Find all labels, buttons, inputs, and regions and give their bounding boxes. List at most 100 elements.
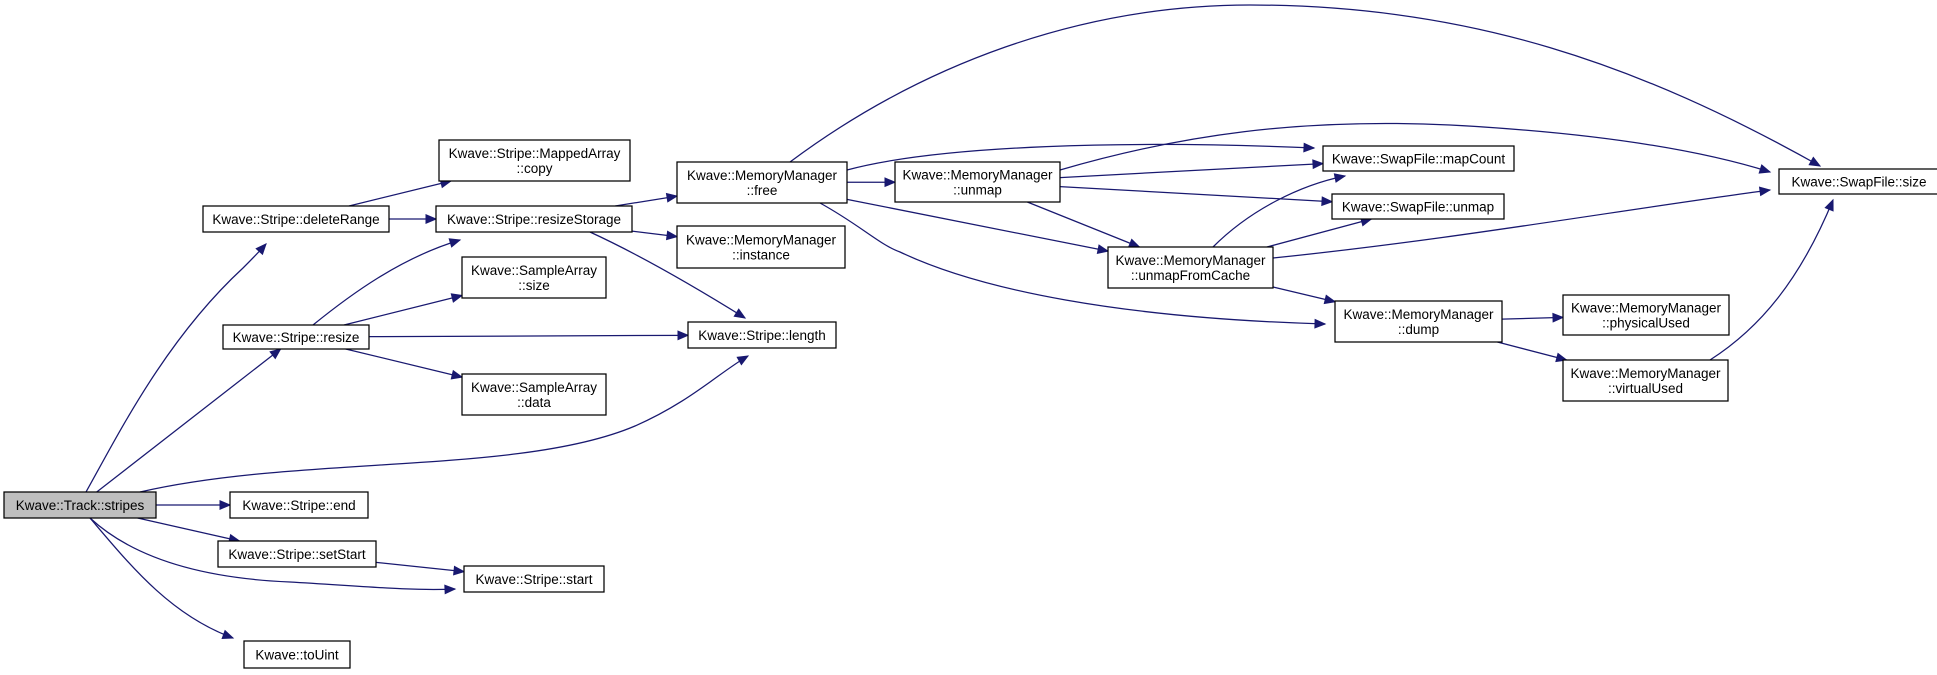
edge-stripe_resize-to-samplearray_size: [343, 293, 464, 326]
arrowhead-icon: [1127, 238, 1141, 248]
arrowhead-icon: [425, 214, 438, 224]
node-box: [676, 161, 848, 204]
node-label: Kwave::MemoryManager: [686, 233, 837, 248]
edge-line: [819, 202, 1326, 325]
edge-line: [1059, 122, 1771, 173]
node-label: Kwave::Stripe::start: [475, 572, 592, 587]
edge-mm_free-to-mm_dump: [819, 202, 1327, 329]
node-box: [229, 491, 369, 519]
node-stripe-resize[interactable]: Kwave::Stripe::resize: [222, 324, 370, 350]
arrowhead-icon: [1758, 164, 1772, 174]
node-stripe-setStart[interactable]: Kwave::Stripe::setStart: [217, 540, 377, 568]
edge-line: [368, 334, 689, 338]
arrowhead-icon: [1758, 186, 1772, 197]
edge-line: [846, 143, 1315, 171]
arrowhead-icon: [1333, 173, 1347, 183]
arrowhead-icon: [1314, 318, 1327, 329]
node-stripe-start[interactable]: Kwave::Stripe::start: [463, 565, 605, 593]
node-mm-free[interactable]: Kwave::MemoryManager::free: [676, 161, 848, 204]
edge-stripe_resize-to-stripe_resizeStorage: [312, 238, 462, 326]
arrowhead-icon: [221, 629, 235, 640]
arrowhead-icon: [1824, 198, 1834, 212]
edge-mm_free-to-swap_mapCount: [846, 142, 1316, 171]
edge-track_stripes-to-stripe_deleteRange: [85, 243, 267, 493]
edge-track_stripes-to-stripe_setStart: [137, 517, 241, 544]
arrowhead-icon: [255, 243, 267, 256]
edge-stripe_resizeStorage-to-mm_instance: [631, 230, 679, 241]
node-label: ::size: [518, 278, 550, 293]
node-mm-virtualUsed[interactable]: Kwave::MemoryManager::virtualUsed: [1562, 359, 1729, 402]
edge-stripe_resize-to-stripe_length: [368, 330, 690, 341]
node-stripe-end[interactable]: Kwave::Stripe::end: [229, 491, 369, 519]
node-box: [202, 205, 390, 233]
node-label: Kwave::Stripe::MappedArray: [449, 146, 621, 161]
edge-mm_unmapFromCache-to-swap_unmap: [1266, 216, 1373, 248]
node-samplearray-data[interactable]: Kwave::SampleArray::data: [461, 373, 607, 416]
node-label: Kwave::Stripe::resize: [233, 330, 360, 345]
edge-line: [375, 561, 465, 573]
node-box: [243, 640, 351, 669]
edge-stripe_resize-to-samplearray_data: [345, 348, 464, 380]
node-label: ::unmapFromCache: [1131, 268, 1250, 283]
edge-mm_free-to-mm_unmapFromCache: [846, 198, 1110, 254]
arrowhead-icon: [1808, 156, 1822, 167]
edge-mm_unmap-to-mm_unmapFromCache: [1027, 201, 1141, 248]
edge-mm_unmapFromCache-to-swap_size: [1272, 186, 1772, 259]
edge-mm_free-to-mm_unmap: [846, 177, 897, 188]
arrowhead-icon: [1312, 159, 1325, 170]
node-box: [1322, 145, 1515, 172]
node-mappedarray-copy[interactable]: Kwave::Stripe::MappedArray::copy: [438, 139, 631, 182]
node-swap-mapCount[interactable]: Kwave::SwapFile::mapCount: [1322, 145, 1515, 172]
edge-track_stripes-to-stripe_start: [89, 517, 457, 595]
node-mm-unmapFromCache[interactable]: Kwave::MemoryManager::unmapFromCache: [1107, 246, 1274, 289]
node-swap-size[interactable]: Kwave::SwapFile::size: [1778, 168, 1937, 195]
node-label: Kwave::Stripe::deleteRange: [212, 212, 379, 227]
edge-mm_dump-to-mm_physicalUsed: [1501, 312, 1565, 323]
arrowhead-icon: [1552, 312, 1565, 323]
edge-line: [96, 348, 281, 493]
node-stripe-length[interactable]: Kwave::Stripe::length: [687, 321, 837, 349]
edge-stripe_deleteRange-to-stripe_resizeStorage: [389, 214, 438, 224]
edge-line: [1212, 175, 1346, 248]
edge-line: [343, 294, 463, 326]
edge-mm_dump-to-mm_virtualUsed: [1497, 341, 1568, 363]
node-label: ::copy: [516, 161, 552, 176]
edge-line: [1266, 218, 1372, 248]
node-label: Kwave::Stripe::resizeStorage: [447, 212, 621, 227]
node-stripe-deleteRange[interactable]: Kwave::Stripe::deleteRange: [202, 205, 390, 233]
node-toUint[interactable]: Kwave::toUint: [243, 640, 351, 669]
arrowhead-icon: [219, 500, 232, 510]
node-stripe-resizeStorage[interactable]: Kwave::Stripe::resizeStorage: [435, 205, 633, 233]
arrowhead-icon: [453, 565, 466, 576]
edge-line: [846, 198, 1109, 252]
node-swap-unmap[interactable]: Kwave::SwapFile::unmap: [1331, 193, 1505, 220]
node-box: [894, 161, 1061, 203]
node-label: Kwave::MemoryManager: [902, 168, 1053, 183]
edge-line: [589, 231, 746, 319]
edge-mm_free-to-swap_size: [789, 4, 1822, 167]
arrowhead-icon: [1321, 196, 1334, 207]
node-label: Kwave::SwapFile::unmap: [1342, 200, 1494, 215]
node-label: Kwave::Stripe::length: [698, 328, 826, 343]
node-label: Kwave::Track::stripes: [16, 498, 145, 513]
node-track-stripes[interactable]: Kwave::Track::stripes: [3, 491, 157, 519]
edge-line: [1272, 286, 1336, 303]
edge-line: [85, 243, 267, 493]
arrowhead-icon: [448, 238, 462, 248]
node-label: Kwave::MemoryManager: [1570, 366, 1721, 381]
edge-mm_virtualUsed-to-swap_size: [1709, 198, 1834, 361]
node-box: [1562, 294, 1730, 336]
node-samplearray-size[interactable]: Kwave::SampleArray::size: [461, 256, 607, 299]
node-box: [1331, 193, 1505, 220]
edge-track_stripes-to-toUint: [89, 517, 235, 640]
node-mm-instance[interactable]: Kwave::MemoryManager::instance: [676, 225, 846, 269]
edge-stripe_resizeStorage-to-mm_free: [615, 192, 679, 207]
node-mm-physicalUsed[interactable]: Kwave::MemoryManager::physicalUsed: [1562, 294, 1730, 336]
node-box: [1334, 300, 1503, 343]
edge-line: [1709, 199, 1834, 361]
edge-line: [89, 517, 456, 591]
edge-line: [348, 180, 452, 207]
node-mm-unmap[interactable]: Kwave::MemoryManager::unmap: [894, 161, 1061, 203]
edge-mm_unmapFromCache-to-mm_dump: [1272, 286, 1337, 305]
node-mm-dump[interactable]: Kwave::MemoryManager::dump: [1334, 300, 1503, 343]
